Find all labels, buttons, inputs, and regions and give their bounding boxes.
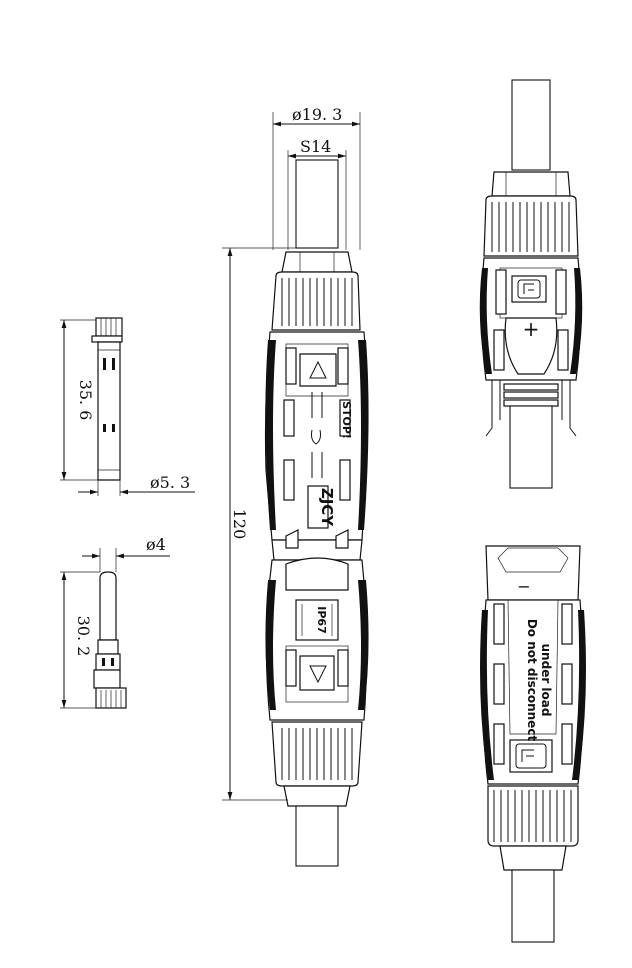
overall-length-label: 120 [230, 509, 249, 540]
assembled-connector [222, 112, 369, 867]
male-pin-diameter-label: ø4 [146, 535, 166, 554]
brand-text: ZJCY [318, 488, 336, 527]
minus-sign: − [517, 577, 530, 596]
wrench-size-label: S14 [300, 137, 331, 156]
male-pin [60, 548, 170, 709]
female-pin [60, 317, 195, 496]
lock-arrows-icon [311, 392, 323, 478]
stop-text: STOP! [340, 401, 353, 439]
female-pin-diameter-label: ø5. 3 [150, 473, 190, 492]
plus-sign: + [523, 317, 540, 341]
positive-connector [479, 79, 583, 489]
outer-diameter-label: ø19. 3 [292, 105, 342, 124]
negative-connector [480, 545, 586, 943]
ip-rating-text: IP67 [315, 606, 328, 633]
warning-text-line1: Do not disconnect [525, 619, 539, 742]
male-pin-length-label: 30. 2 [74, 616, 93, 657]
arrow-triangle-icon [309, 360, 327, 379]
warning-text-line2: under load [539, 644, 553, 717]
plug-symbol-icon [517, 279, 541, 299]
female-pin-length-label: 35. 6 [76, 380, 95, 421]
